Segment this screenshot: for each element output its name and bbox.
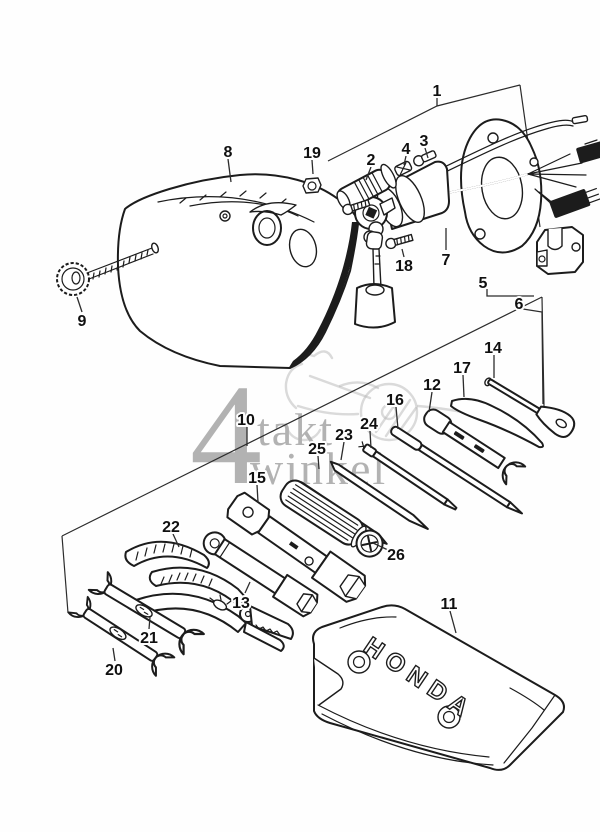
callout-leader-13 — [244, 581, 251, 594]
nut-part19 — [302, 177, 322, 194]
tool-pouch-part11: HONDA — [312, 604, 565, 771]
cable-end-terminal — [571, 115, 589, 125]
callout-leader-22 — [172, 533, 180, 548]
callout-leader-17 — [462, 374, 465, 398]
part-label-10: 10 — [237, 412, 255, 429]
open-end-wrench-part21 — [87, 571, 205, 656]
pouch-grommet — [437, 705, 461, 729]
switch-mounting-plate — [460, 118, 543, 254]
part-label-23: 23 — [335, 427, 353, 444]
switch-pin-part3 — [413, 150, 437, 167]
part-label-5: 5 — [479, 275, 488, 292]
callout-leader-18 — [401, 248, 405, 258]
callout-leader-21 — [148, 616, 151, 630]
part-label-11: 11 — [441, 596, 458, 613]
watermark-word-top: takt — [257, 404, 334, 455]
watermark-moped-logo — [284, 350, 474, 442]
callout-layer: 1234567891011121314151617181920212223242… — [76, 81, 544, 681]
cover-screw-part9 — [56, 242, 159, 296]
switch-wiring — [437, 115, 600, 218]
part-label-13: 13 — [232, 595, 250, 612]
part-label-19: 19 — [303, 145, 321, 162]
pliers-part22 — [124, 540, 294, 652]
screwdriver-grip-part26 — [279, 479, 384, 558]
part-label-3: 3 — [420, 133, 429, 150]
switch-body — [354, 160, 450, 230]
callout-leader-11 — [449, 610, 457, 634]
tool-set — [67, 377, 576, 677]
watermark-numeral: 4 — [190, 356, 262, 515]
callout-leader-26 — [372, 542, 389, 551]
screwdriver-blade-part16 — [390, 425, 523, 515]
part-label-6: 6 — [515, 296, 524, 313]
part-label-12: 12 — [423, 377, 441, 394]
part-label-14: 14 — [484, 340, 502, 357]
switch-base-block — [354, 283, 396, 329]
flat-lever-part17 — [450, 397, 544, 449]
part-label-20: 20 — [105, 662, 123, 679]
spanner-part12 — [423, 408, 527, 486]
clamp-bracket-part5-6 — [536, 226, 584, 275]
screw-part18 — [385, 233, 414, 250]
part-label-25: 25 — [308, 441, 326, 458]
pouch-grommet — [347, 650, 371, 674]
callout-leader-15 — [256, 484, 259, 503]
callout-leader-25 — [317, 455, 320, 470]
side-cover-part8 — [116, 173, 359, 369]
callout-leader-3 — [424, 147, 429, 159]
callout-leader-12 — [428, 391, 433, 413]
part-label-9: 9 — [78, 313, 87, 330]
cover-latch-ring — [252, 210, 282, 246]
callout-leader-6 — [522, 308, 544, 405]
small-screw-left — [342, 199, 371, 216]
cover-grommet-hole — [219, 210, 231, 222]
box-wrench-part13 — [202, 531, 319, 618]
switch-spring-part4 — [394, 160, 413, 177]
part-label-1: 1 — [433, 83, 442, 100]
phillips-driver-part24 — [358, 441, 458, 511]
part-label-18: 18 — [395, 258, 413, 275]
cover-oval-hole — [288, 228, 318, 268]
callout-leader-16 — [395, 406, 399, 430]
key-set — [363, 197, 396, 295]
callout-leader-9 — [76, 296, 83, 313]
lever-part14 — [484, 377, 576, 438]
part-label-26: 26 — [387, 547, 405, 564]
callout-leader-2 — [365, 166, 372, 181]
callout-leader-23 — [340, 441, 345, 461]
open-end-wrench-part20 — [67, 595, 176, 677]
callout-leader-19 — [311, 159, 314, 175]
wire-connector-lower — [549, 187, 600, 218]
callout-leader-20 — [112, 647, 116, 662]
part-label-22: 22 — [162, 519, 180, 536]
drift-rod-part23 — [329, 460, 429, 530]
callout-leader-5 — [486, 289, 534, 297]
box-wrench-part15 — [226, 491, 367, 603]
part-label-2: 2 — [367, 152, 376, 169]
ignition-switch-assembly — [302, 115, 600, 329]
part-label-7: 7 — [442, 252, 451, 269]
diagram-canvas: 4 takt winkel — [56, 81, 600, 771]
part-label-15: 15 — [248, 470, 266, 487]
part-label-17: 17 — [453, 360, 471, 377]
cover-dark-edge — [288, 222, 358, 369]
parts-diagram: 4 takt winkel — [40, 16, 600, 816]
callout-leader-4 — [403, 155, 407, 166]
callout-leader-24 — [369, 430, 372, 449]
part-label-16: 16 — [386, 392, 404, 409]
callout-leader-8 — [227, 158, 232, 183]
part-label-4: 4 — [402, 141, 411, 158]
part-label-21: 21 — [140, 630, 158, 647]
part-label-24: 24 — [360, 416, 378, 433]
part-label-8: 8 — [224, 144, 233, 161]
